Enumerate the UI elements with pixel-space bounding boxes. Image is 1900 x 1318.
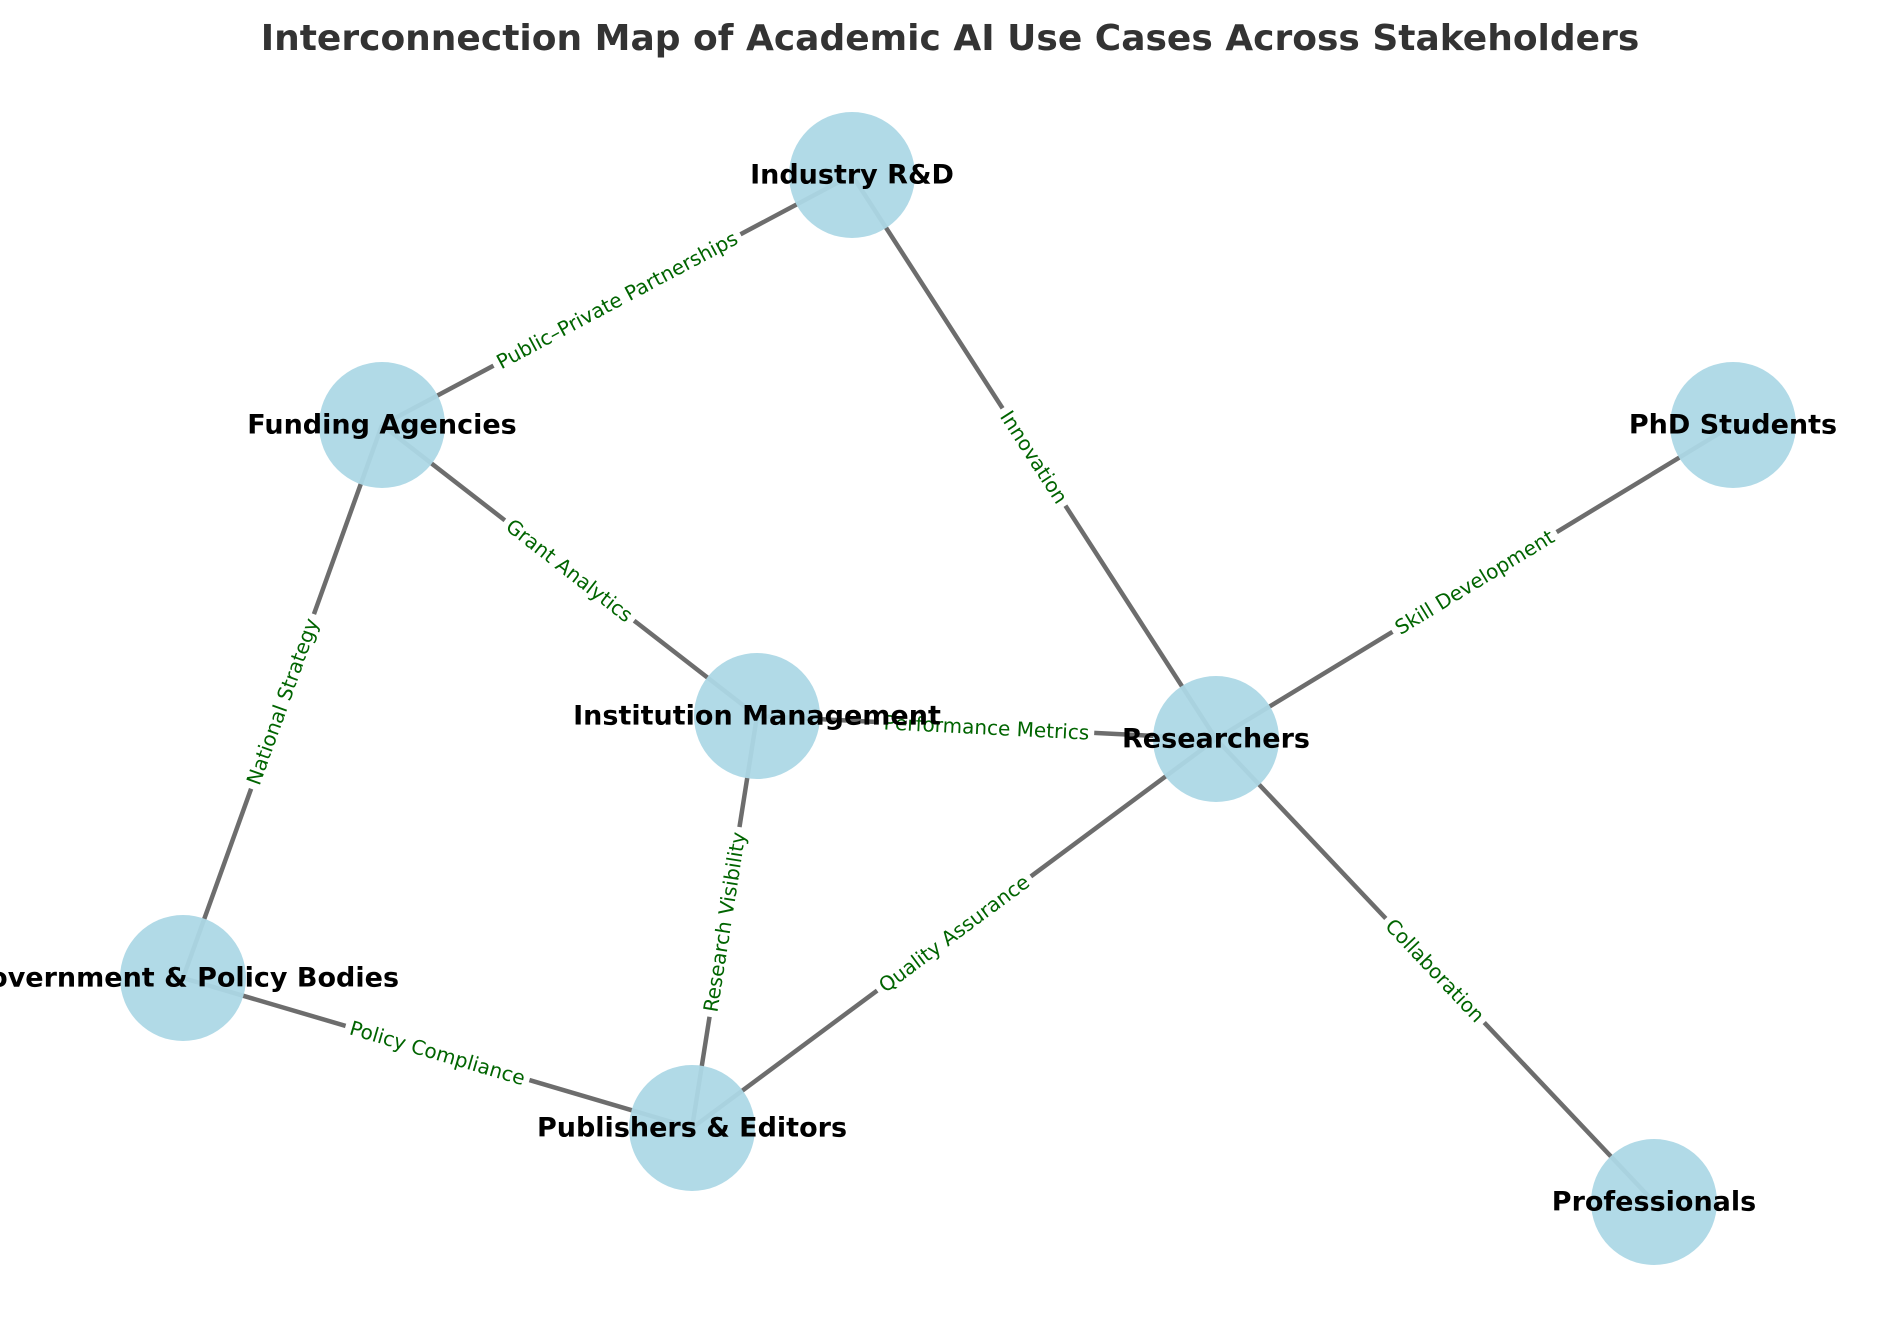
node-phd <box>1670 362 1796 488</box>
edge-label-policy-compliance: Policy Compliance <box>347 1016 528 1090</box>
node-label-publishers: Publishers & Editors <box>537 1113 847 1144</box>
node-label-researchers: Researchers <box>1122 724 1310 755</box>
node-label-industry: Industry R&D <box>750 160 954 191</box>
edge-label-grant-analytics: Grant Analytics <box>501 514 637 627</box>
node-professionals <box>1591 1139 1717 1265</box>
node-label-phd: PhD Students <box>1629 410 1837 441</box>
edge-label-background <box>878 708 1095 747</box>
edge-label-national-strategy: National Strategy <box>242 615 324 788</box>
node-researchers <box>1153 676 1279 802</box>
node-labels-layer: Industry R&D Funding Agencies PhD Students… <box>0 160 1837 1218</box>
edge-label-group-collaboration: Collaboration <box>1375 908 1495 1033</box>
edge-label-innovation: Innovation <box>995 406 1073 508</box>
edge-label-group-innovation: Innovation <box>990 400 1078 514</box>
node-funding <box>319 362 445 488</box>
edge-label-background <box>1375 908 1495 1033</box>
node-institution <box>694 653 820 779</box>
node-label-professionals: Professionals <box>1552 1187 1756 1218</box>
edge-label-background <box>695 824 754 1019</box>
edge-label-collaboration: Collaboration <box>1380 914 1489 1027</box>
edge-label-group-policy-compliance: Policy Compliance <box>341 1012 534 1094</box>
edge-label-group-national-strategy: National Strategy <box>237 609 328 794</box>
edge-label-background <box>486 221 748 379</box>
edge-labels-layer: Public–Private PartnershipsInnovationGra… <box>237 221 1564 1094</box>
edge-label-background <box>237 609 328 794</box>
node-industry <box>789 112 915 238</box>
edge-label-background <box>496 509 643 632</box>
edge-label-skill-development: Skill Development <box>1391 524 1559 639</box>
node-government <box>120 915 246 1041</box>
edge-label-background <box>990 400 1078 514</box>
edge-label-group-research-visibility: Research Visibility <box>695 824 754 1019</box>
edge-label-group-skill-development: Skill Development <box>1385 520 1564 644</box>
node-publishers <box>629 1065 755 1191</box>
edge-label-quality-assurance: Quality Assurance <box>874 870 1034 997</box>
edge-label-group-quality-assurance: Quality Assurance <box>868 865 1040 1002</box>
edge-label-background <box>868 865 1040 1002</box>
edge-label-public-private-partnerships: Public–Private Partnerships <box>492 226 741 374</box>
edge-label-group-public-private-partnerships: Public–Private Partnerships <box>486 221 748 379</box>
diagram-title: Interconnection Map of Academic AI Use C… <box>261 18 1640 59</box>
edge-label-group-grant-analytics: Grant Analytics <box>496 509 643 632</box>
nodes-layer <box>120 112 1796 1265</box>
node-label-funding: Funding Agencies <box>247 410 516 441</box>
node-label-institution: Institution Management <box>573 701 941 732</box>
node-label-government: Government & Policy Bodies <box>0 963 399 994</box>
edge-label-research-visibility: Research Visibility <box>698 830 750 1014</box>
edge-label-background <box>341 1012 534 1094</box>
edge-label-background <box>1385 520 1564 644</box>
